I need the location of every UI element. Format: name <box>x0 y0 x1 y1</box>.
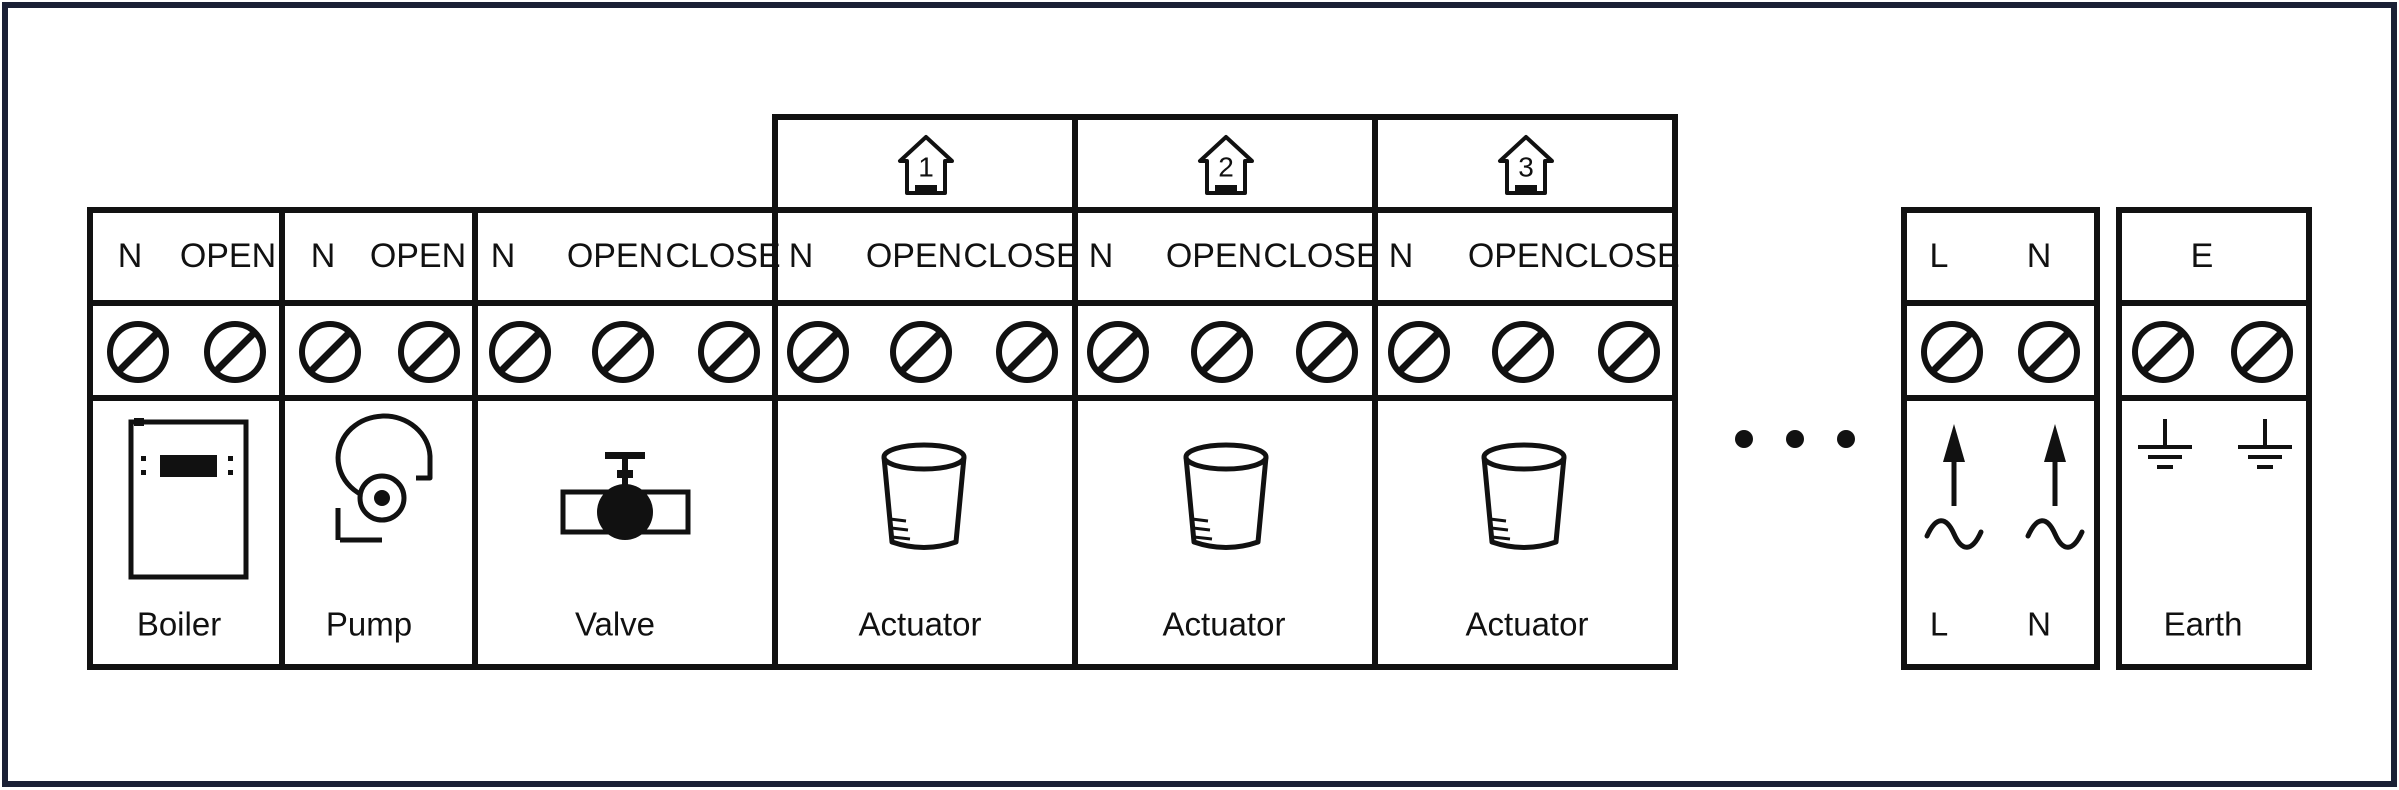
zone-icon-1: 1 <box>898 135 954 195</box>
header-valve-open: OPEN <box>567 237 663 275</box>
earth-terminal-block <box>2116 207 2312 670</box>
device-label-actuator-2: Actuator <box>1163 606 1286 643</box>
header-actuator1-open: OPEN <box>866 237 962 275</box>
screw-terminal-icon <box>1924 324 1980 380</box>
actuator-icon <box>884 445 964 548</box>
screw-terminal-icon <box>1090 324 1146 380</box>
zone-number: 2 <box>1218 151 1234 182</box>
zone-icon-3: 3 <box>1498 135 1554 195</box>
device-label-boiler: Boiler <box>137 606 221 643</box>
terminal-headers: N OPEN N OPEN N OPEN CLOSE N OPEN CLOSE … <box>118 237 1680 275</box>
screw-terminal-icon <box>1601 324 1657 380</box>
device-label-actuator-1: Actuator <box>859 606 982 643</box>
header-pump-n: N <box>311 237 336 275</box>
header-actuator3-close: CLOSE <box>1564 237 1679 275</box>
power-label-l: L <box>1930 606 1948 643</box>
header-actuator2-open: OPEN <box>1166 237 1262 275</box>
header-actuator1-close: CLOSE <box>963 237 1078 275</box>
header-boiler-open: OPEN <box>180 237 276 275</box>
header-actuator3-n: N <box>1389 237 1414 275</box>
screw-terminal-icon <box>701 324 757 380</box>
zone-icon-2: 2 <box>1198 135 1254 195</box>
boiler-icon <box>128 418 249 580</box>
screw-terminal-icon <box>1495 324 1551 380</box>
pump-icon <box>335 413 433 543</box>
header-actuator3-open: OPEN <box>1468 237 1564 275</box>
screw-terminal-icon <box>595 324 651 380</box>
screw-terminal-icon <box>110 324 166 380</box>
screw-terminal-icon <box>2135 324 2191 380</box>
zone-number: 3 <box>1518 151 1534 182</box>
screw-terminal-icon <box>207 324 263 380</box>
screw-terminal-icon <box>2021 324 2077 380</box>
earth-label: Earth <box>2164 606 2243 643</box>
screw-terminal-icon <box>893 324 949 380</box>
power-label-n: N <box>2027 606 2051 643</box>
device-labels: Boiler Pump Valve Actuator Actuator Actu… <box>137 606 1589 643</box>
screw-terminal-icon <box>2234 324 2290 380</box>
screw-terminal-icon <box>492 324 548 380</box>
zone-number: 1 <box>918 151 934 182</box>
header-actuator2-close: CLOSE <box>1263 237 1378 275</box>
screw-terminal-icon <box>790 324 846 380</box>
screw-terminal-icon <box>1194 324 1250 380</box>
device-label-actuator-3: Actuator <box>1466 606 1589 643</box>
screw-terminal-icon <box>1391 324 1447 380</box>
power-terminal-block <box>1901 207 2100 670</box>
header-actuator2-n: N <box>1089 237 1114 275</box>
screw-terminal-icon <box>401 324 457 380</box>
valve-icon <box>560 452 691 540</box>
header-power-n: N <box>2027 237 2052 275</box>
header-valve-close: CLOSE <box>665 237 780 275</box>
device-label-valve: Valve <box>575 606 655 643</box>
screw-terminal-icon <box>1299 324 1355 380</box>
screw-terminal-icon <box>999 324 1055 380</box>
header-valve-n: N <box>491 237 516 275</box>
header-earth-e: E <box>2191 237 2214 275</box>
screw-terminal-icon <box>302 324 358 380</box>
header-actuator1-n: N <box>789 237 814 275</box>
header-pump-open: OPEN <box>370 237 466 275</box>
actuator-icon <box>1484 445 1564 548</box>
main-terminal-strip <box>87 207 1678 670</box>
header-power-l: L <box>1930 237 1949 275</box>
device-label-pump: Pump <box>326 606 412 643</box>
actuator-icon <box>1186 445 1266 548</box>
ellipsis-icon <box>1735 430 1855 448</box>
header-boiler-n: N <box>118 237 143 275</box>
